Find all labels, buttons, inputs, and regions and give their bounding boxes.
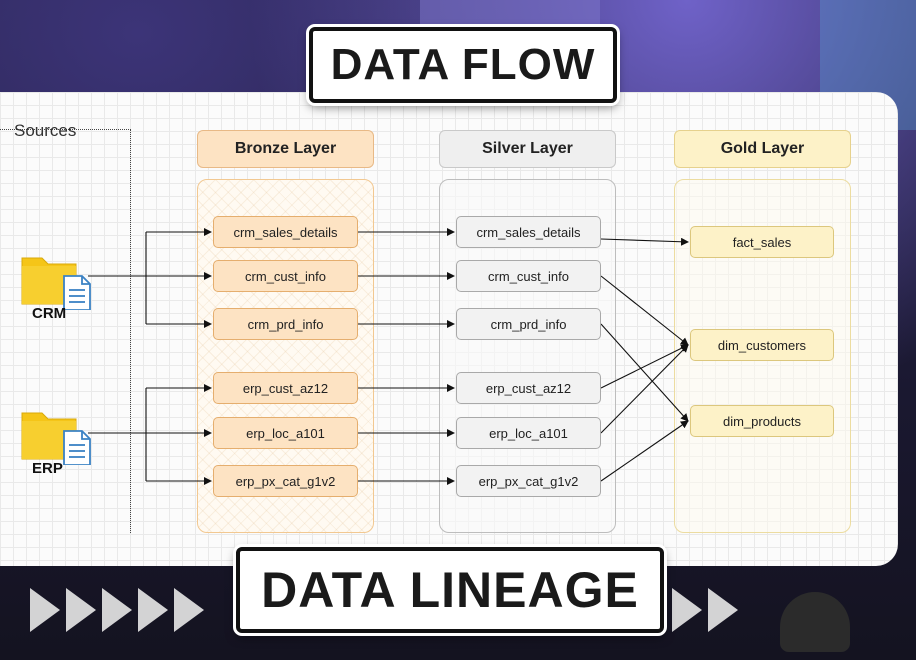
crm-document-icon — [63, 275, 91, 310]
silver-table-crm-sales-details: crm_sales_details — [456, 216, 601, 248]
gold-table-dim-products: dim_products — [690, 405, 834, 437]
erp-document-icon — [63, 430, 91, 465]
data-lineage-banner: DATA LINEAGE — [236, 547, 664, 633]
erp-source-label: ERP — [32, 460, 63, 477]
silver-table-erp-loc-a101: erp_loc_a101 — [456, 417, 601, 449]
gold-layer-header: Gold Layer — [674, 130, 851, 168]
bronze-table-crm-sales-details: crm_sales_details — [213, 216, 358, 248]
silver-table-crm-prd-info: crm_prd_info — [456, 308, 601, 340]
silver-layer-header: Silver Layer — [439, 130, 616, 168]
crm-folder-icon — [21, 257, 91, 310]
bronze-table-crm-cust-info: crm_cust_info — [213, 260, 358, 292]
bronze-table-erp-cust-az12: erp_cust_az12 — [213, 372, 358, 404]
erp-folder-icon — [21, 412, 91, 465]
gold-table-fact-sales: fact_sales — [690, 226, 834, 258]
data-flow-banner: DATA FLOW — [309, 27, 617, 103]
gold-table-dim-customers: dim_customers — [690, 329, 834, 361]
chevron-decoration-right — [672, 588, 744, 632]
sources-boundary — [0, 129, 131, 533]
bronze-table-erp-loc-a101: erp_loc_a101 — [213, 417, 358, 449]
chevron-decoration-left — [30, 588, 210, 632]
crm-source-label: CRM — [32, 305, 67, 322]
bronze-table-erp-px-cat-g1v2: erp_px_cat_g1v2 — [213, 465, 358, 497]
silver-table-erp-cust-az12: erp_cust_az12 — [456, 372, 601, 404]
silver-table-crm-cust-info: crm_cust_info — [456, 260, 601, 292]
silver-table-erp-px-cat-g1v2: erp_px_cat_g1v2 — [456, 465, 601, 497]
sources-label: Sources — [14, 121, 77, 140]
background-mouse — [780, 592, 850, 652]
bronze-layer-header: Bronze Layer — [197, 130, 374, 168]
bronze-table-crm-prd-info: crm_prd_info — [213, 308, 358, 340]
